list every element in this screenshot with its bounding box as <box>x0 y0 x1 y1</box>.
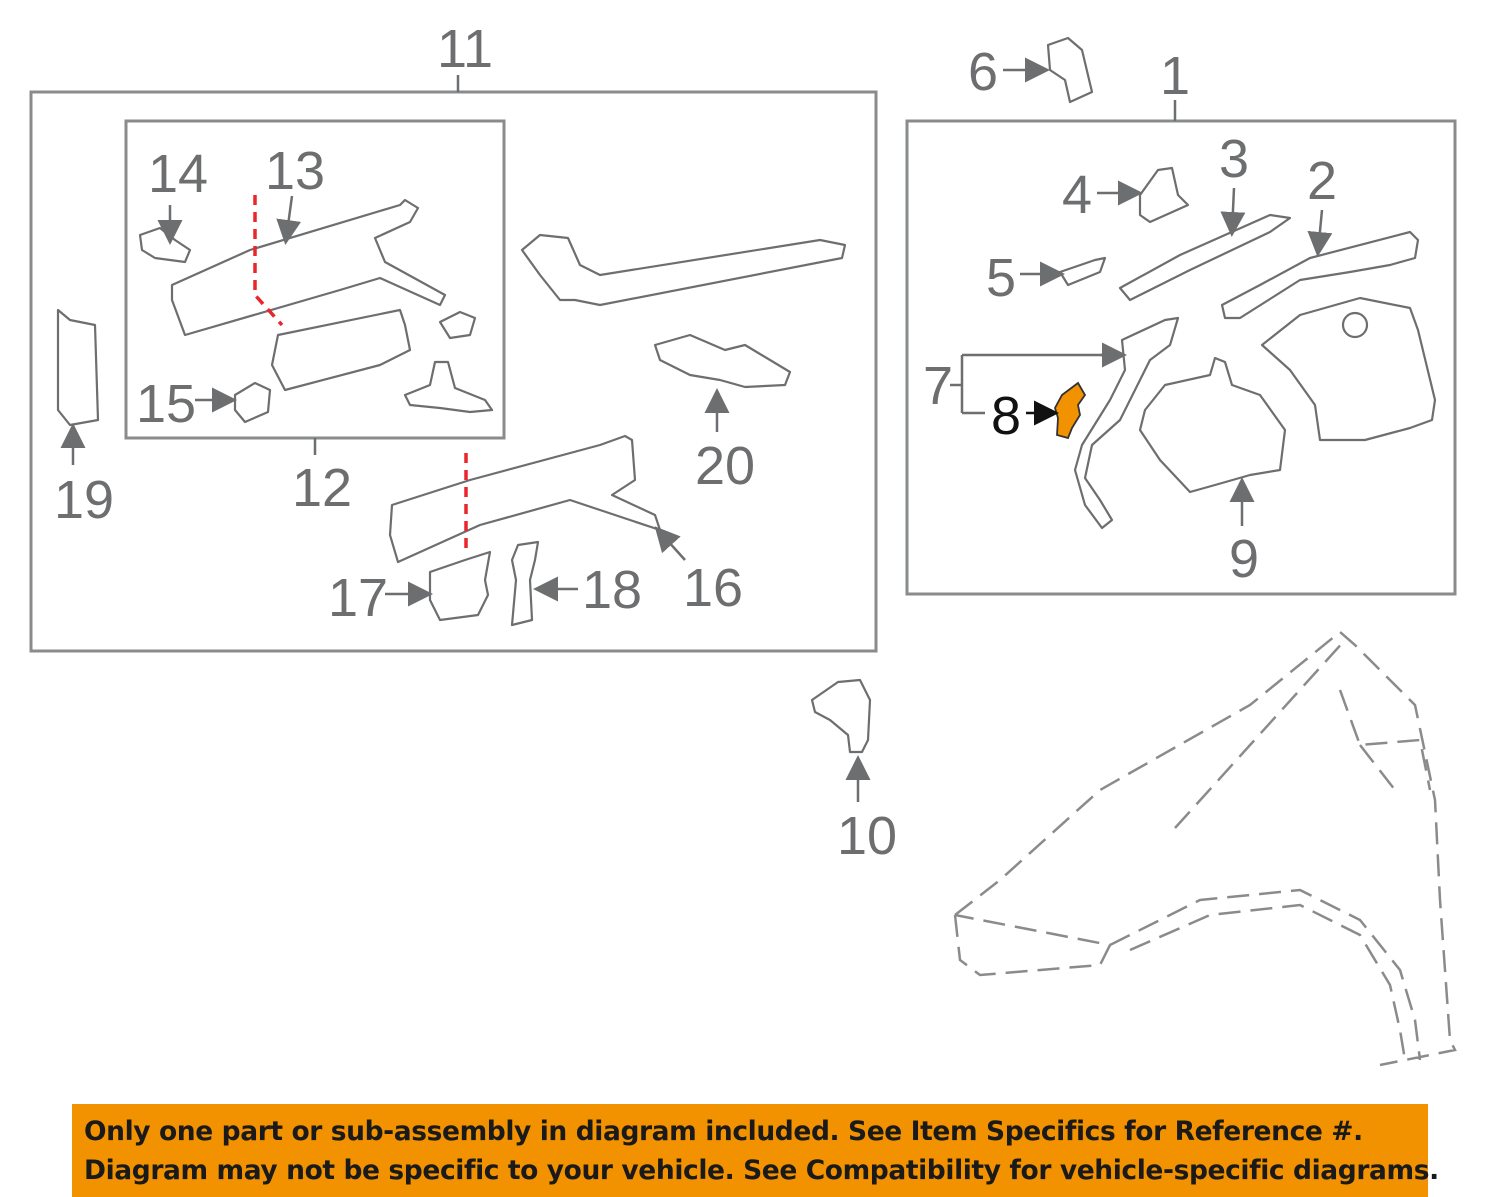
part-3[interactable] <box>1118 213 1292 302</box>
disclaimer-line-2: Diagram may not be specific to your vehi… <box>84 1155 1439 1186</box>
part-19[interactable] <box>56 308 100 427</box>
part-2[interactable] <box>1220 230 1420 320</box>
callout-2: 2 <box>1307 151 1337 211</box>
part-11-frame[interactable] <box>388 434 662 564</box>
part-10[interactable] <box>810 678 872 754</box>
part-18[interactable] <box>510 540 540 627</box>
part-9[interactable] <box>1138 356 1287 494</box>
part-20[interactable] <box>653 333 792 389</box>
fender-outline <box>953 630 1457 1067</box>
callout-16: 16 <box>683 558 743 618</box>
callout-14: 14 <box>148 144 208 204</box>
callout-4: 4 <box>1062 165 1092 225</box>
disclaimer-line-1: Only one part or sub-assembly in diagram… <box>84 1116 1363 1147</box>
part-apron <box>1260 296 1437 442</box>
callout-8: 8 <box>991 386 1021 446</box>
group-box-11 <box>29 90 878 653</box>
part-rail-upper <box>520 233 847 307</box>
part-15[interactable] <box>233 381 272 424</box>
part-8-highlighted[interactable] <box>1054 381 1087 440</box>
callout-20: 20 <box>695 436 755 496</box>
callout-5: 5 <box>986 248 1016 308</box>
part-4[interactable] <box>1138 166 1190 224</box>
part-17[interactable] <box>428 550 492 622</box>
callout-11: 11 <box>437 19 493 79</box>
callout-10: 10 <box>837 806 897 866</box>
callout-7: 7 <box>923 356 953 416</box>
callout-13: 13 <box>265 141 325 201</box>
bracket-mount <box>403 360 494 414</box>
part-14[interactable] <box>138 226 192 264</box>
callout-17: 17 <box>328 568 388 628</box>
callout-19: 19 <box>54 470 114 530</box>
disclaimer-banner: Only one part or sub-assembly in diagram… <box>72 1104 1439 1197</box>
callout-6: 6 <box>968 42 998 102</box>
callout-18: 18 <box>582 560 642 620</box>
callout-9: 9 <box>1229 529 1259 589</box>
callout-15: 15 <box>136 374 196 434</box>
bracket-small <box>438 310 477 340</box>
part-5[interactable] <box>1058 256 1107 287</box>
group-box-1 <box>905 119 1457 596</box>
part-6[interactable] <box>1046 36 1094 104</box>
part-12-member[interactable] <box>270 308 412 392</box>
part-13[interactable] <box>170 198 447 337</box>
callout-1: 1 <box>1160 46 1190 106</box>
callout-3: 3 <box>1219 129 1249 189</box>
callout-12: 12 <box>292 458 352 518</box>
